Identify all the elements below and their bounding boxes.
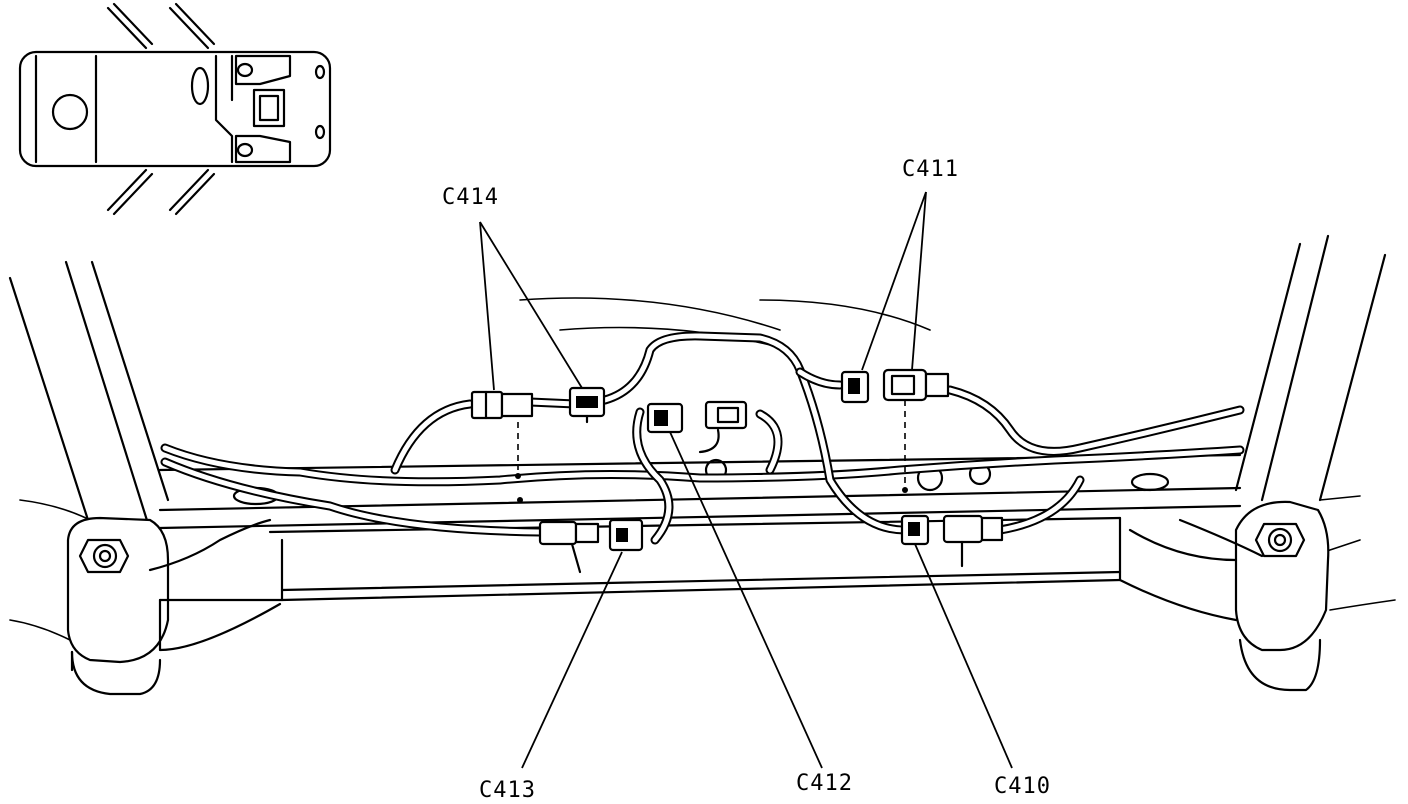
callout-c413: C413	[479, 778, 536, 803]
callout-c414: C414	[442, 185, 499, 210]
callout-c410: C410	[994, 774, 1051, 799]
connector-c412-right-half	[698, 400, 748, 454]
connector-c411-right-half	[882, 368, 950, 402]
connector-c413-right-half	[608, 518, 644, 552]
callout-leaders	[479, 191, 1013, 769]
callout-c411: C411	[902, 157, 959, 182]
wiring-harness	[148, 331, 1264, 572]
connector-c413-left-half	[538, 520, 600, 574]
connector-c410-left-half	[900, 514, 930, 546]
vehicle-locator-icon	[18, 2, 332, 216]
connector-c412-left-half	[646, 402, 684, 434]
callout-c412: C412	[796, 771, 853, 796]
right-spring-mount	[1234, 234, 1387, 692]
connector-c414-right-half	[568, 386, 606, 424]
connector-c414-left-half	[470, 390, 534, 420]
connector-c410-right-half	[942, 514, 1004, 568]
mounting-references	[515, 400, 908, 503]
left-spring-mount	[8, 260, 170, 696]
connector-c411-left-half	[840, 370, 870, 404]
